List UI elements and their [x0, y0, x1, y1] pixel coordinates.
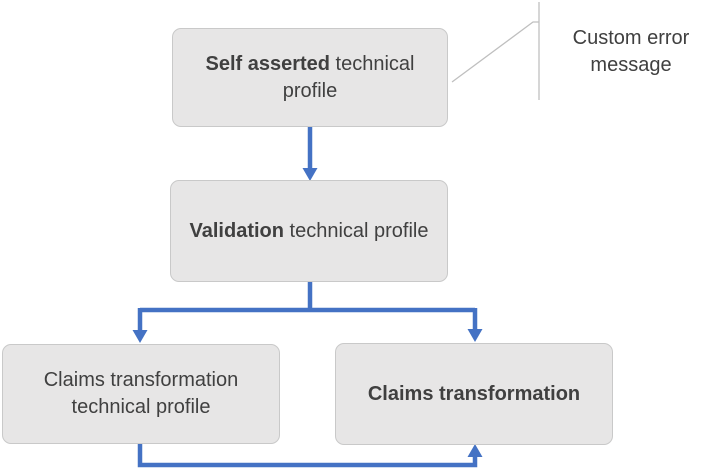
- node-label: Self asserted technical profile: [205, 52, 415, 102]
- arrow-claims-tp-to-claims-transformation: [137, 444, 483, 468]
- node-self-asserted-technical-profile: Self asserted technical profile: [172, 28, 448, 127]
- arrow-validation-branch: [140, 281, 475, 313]
- node-label: Validation technical profile: [189, 219, 429, 242]
- callout-label: Custom error message: [572, 27, 690, 76]
- node-claims-transformation: Claims transformation: [335, 343, 613, 445]
- node-label: Claims transformation: [367, 382, 581, 405]
- arrow-self-asserted-to-validation: [302, 127, 318, 181]
- arrow-validation-to-claims-transformation: [467, 308, 483, 342]
- node-label: Claims transformation technical profile: [43, 369, 239, 418]
- node-validation-technical-profile: Validation technical profile: [170, 180, 448, 282]
- callout-connector: [451, 2, 540, 100]
- arrow-validation-to-claims-transformation-tp: [132, 308, 148, 343]
- node-claims-transformation-technical-profile: Claims transformation technical profile: [2, 344, 280, 444]
